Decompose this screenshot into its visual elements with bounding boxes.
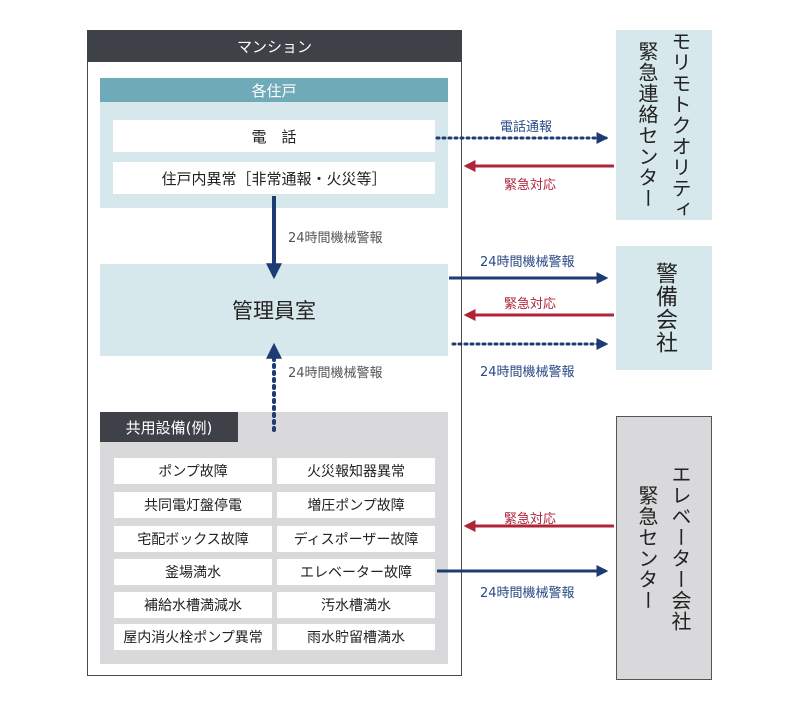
unit-alarm-label: 24時間機械警報 — [288, 231, 383, 246]
elevator-name-line1: エレベーター会社 — [668, 464, 692, 632]
morimoto-emergency-center: モリモトクオリティ 緊急連絡センター — [616, 30, 712, 220]
elevator-emergency-center: エレベーター会社 緊急センター — [616, 416, 712, 680]
morimoto-name-line2: 緊急連絡センター — [635, 41, 659, 209]
security-alarm-label: 24時間機械警報 — [480, 365, 575, 380]
security-company: 警備会社 — [616, 246, 712, 370]
equipment-item: 屋内消火栓ポンプ異常 — [114, 624, 272, 650]
equipment-item: エレベーター故障 — [277, 559, 435, 585]
mansion-title: マンション — [87, 30, 462, 62]
elevator-alarm-label: 24時間機械警報 — [480, 586, 575, 601]
office-alarm-label: 24時間機械警報 — [480, 255, 575, 270]
phone-report-label: 電話通報 — [500, 120, 553, 135]
security-company-name: 警備会社 — [652, 262, 677, 354]
equipment-item: ポンプ故障 — [114, 458, 272, 484]
morimoto-name-line1: モリモトクオリティ — [668, 30, 692, 220]
unit-title: 各住戸 — [100, 78, 448, 102]
elevator-response-label: 緊急対応 — [504, 512, 557, 527]
equipment-item: 補給水槽満減水 — [114, 592, 272, 618]
management-office: 管理員室 — [100, 264, 448, 356]
phone-box: 電 話 — [113, 120, 435, 152]
security-response-label: 緊急対応 — [504, 297, 557, 312]
equipment-item: 汚水槽満水 — [277, 592, 435, 618]
equipment-item: 釜場満水 — [114, 559, 272, 585]
shared-alarm-label: 24時間機械警報 — [288, 366, 383, 381]
morimoto-response-label: 緊急対応 — [504, 178, 557, 193]
equipment-item: 共同電灯盤停電 — [114, 492, 272, 518]
shared-equipment-title: 共用設備(例) — [100, 412, 238, 442]
equipment-item: 火災報知器異常 — [277, 458, 435, 484]
unit-alarm-box: 住戸内異常［非常通報・火災等］ — [113, 162, 435, 194]
equipment-item: 雨水貯留槽満水 — [277, 624, 435, 650]
equipment-item: 増圧ポンプ故障 — [277, 492, 435, 518]
equipment-item: 宅配ボックス故障 — [114, 526, 272, 552]
elevator-name-line2: 緊急センター — [635, 485, 659, 611]
equipment-item: ディスポーザー故障 — [277, 526, 435, 552]
